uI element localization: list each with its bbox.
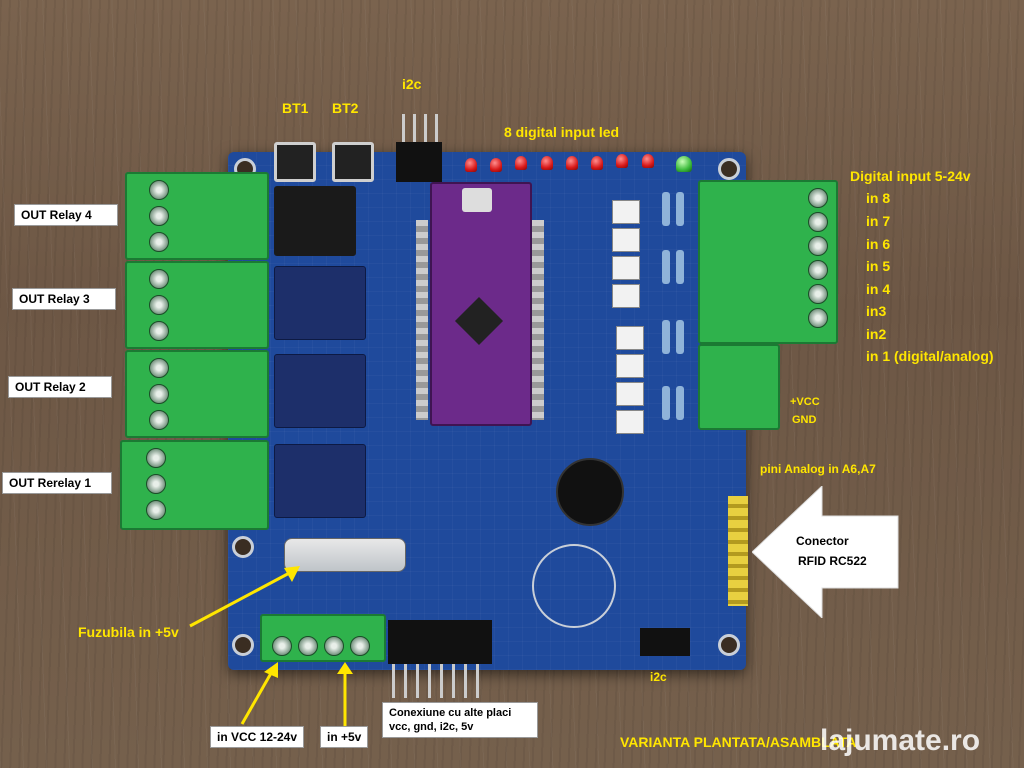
input-label-7: in 7 xyxy=(866,213,891,229)
digital-input-led-label: 8 digital input led xyxy=(504,124,620,140)
power-led xyxy=(676,156,692,172)
in-5v-label: in +5v xyxy=(320,726,369,748)
digital-input-title: Digital input 5-24v xyxy=(850,168,971,184)
i2c-top-label: i2c xyxy=(402,76,422,92)
input-led xyxy=(566,156,578,170)
relay2-label: OUT Relay 2 xyxy=(8,376,112,398)
conexiune-line2: vcc, gnd, i2c, 5v xyxy=(389,721,474,733)
resistor xyxy=(662,250,670,284)
fuse-arrow xyxy=(189,566,300,628)
bt2-button xyxy=(332,142,374,182)
optocoupler-group xyxy=(616,326,644,438)
input-led xyxy=(642,154,654,168)
resistor xyxy=(676,320,684,354)
input-led xyxy=(541,156,553,170)
resistor xyxy=(676,386,684,420)
relay-k2 xyxy=(274,354,366,428)
input-label-2: in2 xyxy=(866,326,887,342)
input-label-1: in 1 (digital/analog) xyxy=(866,348,994,364)
input-label-6: in 6 xyxy=(866,236,891,252)
bt1-button xyxy=(274,142,316,182)
relay-k3 xyxy=(274,266,366,340)
relay-k4 xyxy=(274,186,356,256)
relay1-terminal xyxy=(120,440,269,530)
input-label-3: in3 xyxy=(866,303,887,319)
conector-label-line1: Conector xyxy=(796,534,849,548)
input-label-4: in 4 xyxy=(866,281,891,297)
rfid-arrow xyxy=(752,486,899,618)
relay1-label: OUT Rerelay 1 xyxy=(2,472,112,494)
relay-k1 xyxy=(274,444,366,518)
resistor xyxy=(662,386,670,420)
bt2-label: BT2 xyxy=(332,100,359,116)
gnd-label: GND xyxy=(792,414,817,426)
power-terminal xyxy=(260,614,386,662)
in-vcc-label: in VCC 12-24v xyxy=(210,726,305,748)
bt1-label: BT1 xyxy=(282,100,309,116)
optocoupler-group xyxy=(612,200,640,312)
header-pins-left xyxy=(416,220,428,420)
header-pins-right xyxy=(532,220,544,420)
resistor xyxy=(662,192,670,226)
digital-input-terminal xyxy=(698,180,838,344)
relay2-terminal xyxy=(125,350,269,438)
battery-holder xyxy=(532,544,616,628)
relay4-label: OUT Relay 4 xyxy=(14,204,118,226)
mounting-hole xyxy=(232,634,254,656)
resistor xyxy=(676,250,684,284)
conexiune-label: Conexiune cu alte placi vcc, gnd, i2c, 5… xyxy=(382,702,538,738)
5v-arrow xyxy=(337,662,353,726)
i2c-bottom-label: i2c xyxy=(650,670,667,684)
mounting-hole xyxy=(718,158,740,180)
input-led xyxy=(515,156,527,170)
mounting-hole xyxy=(232,536,254,558)
fuzubila-label: Fuzubila in +5v xyxy=(78,624,179,640)
i2c-header-bottom xyxy=(640,628,690,656)
i2c-header-top xyxy=(396,114,442,182)
input-led xyxy=(591,156,603,170)
resistor xyxy=(676,192,684,226)
input-label-5: in 5 xyxy=(866,258,891,274)
input-label-8: in 8 xyxy=(866,190,891,206)
mounting-hole xyxy=(718,634,740,656)
conexiune-line1: Conexiune cu alte placi xyxy=(389,707,512,719)
buzzer xyxy=(556,458,624,526)
resistor xyxy=(662,320,670,354)
pini-analog-label: pini Analog in A6,A7 xyxy=(760,462,876,476)
input-led xyxy=(616,154,628,168)
watermark: lajumate.ro xyxy=(820,724,981,757)
relay4-terminal xyxy=(125,172,269,260)
vcc-gnd-terminal xyxy=(698,344,780,430)
arduino-nano xyxy=(430,182,532,426)
relay3-label: OUT Relay 3 xyxy=(12,288,116,310)
rfid-header xyxy=(728,496,748,606)
input-led xyxy=(490,158,502,172)
conector-label-line2: RFID RC522 xyxy=(798,554,867,568)
varianta-label: VARIANTA PLANTATA/ASAMBLATA xyxy=(620,734,857,750)
fuse xyxy=(284,538,406,572)
input-led xyxy=(465,158,477,172)
vcc-arrow xyxy=(240,662,278,725)
vcc-label: +VCC xyxy=(790,396,820,408)
expansion-header xyxy=(388,620,492,698)
relay3-terminal xyxy=(125,261,269,349)
